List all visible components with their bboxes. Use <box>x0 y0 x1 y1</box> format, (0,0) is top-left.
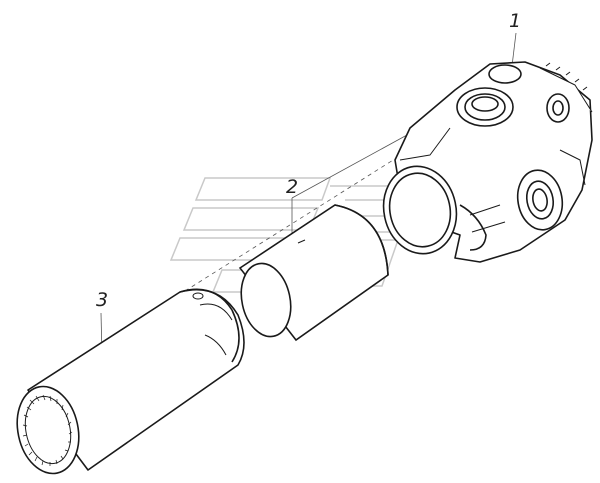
part-3-splined-tube <box>16 288 245 475</box>
axis-dashed <box>184 117 461 292</box>
callout-1: 1 <box>509 10 522 32</box>
callout-2: 2 <box>286 176 299 198</box>
part-2-sleeve <box>238 204 389 342</box>
part-1-universal-joint <box>382 61 593 263</box>
leader-line-1 <box>511 32 517 67</box>
callout-3: 3 <box>96 289 109 311</box>
